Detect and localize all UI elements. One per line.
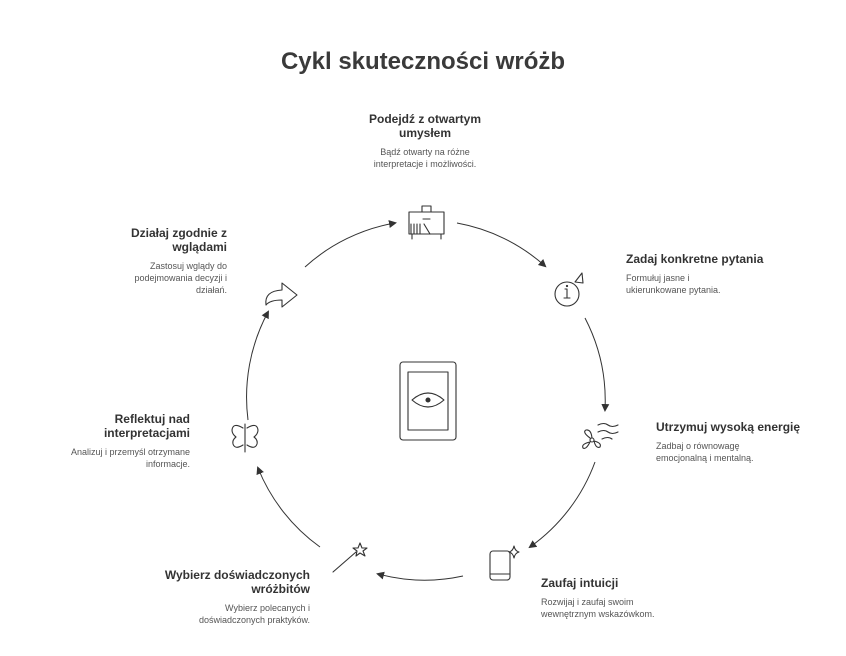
step-6-label: Reflektuj nad interpretacjami Analizuj i… — [0, 412, 190, 470]
step-desc: Formułuj jasne i ukierunkowane pytania. — [626, 273, 721, 295]
step-desc: Zastosuj wglądy do podejmowania decyzji … — [134, 261, 227, 295]
step-4-label: Zaufaj intuicji Rozwijaj i zaufaj swoim … — [541, 576, 721, 620]
step-title: Reflektuj nad interpretacjami — [103, 412, 190, 440]
step-title: Wybierz doświadczonych wróżbitów — [164, 568, 310, 596]
forward-arrow-icon — [265, 282, 298, 308]
step-title: Podejdź z otwartym umysłem — [368, 112, 481, 140]
cycle-arrow-3-to-4 — [528, 461, 596, 549]
step-title: Działaj zgodnie z wglądami — [130, 226, 227, 254]
step-7-label: Działaj zgodnie z wglądami Zastosuj wglą… — [27, 226, 227, 296]
cycle-arrow-5-to-6 — [256, 466, 321, 548]
cycle-arrow-2-to-3 — [584, 317, 610, 412]
step-title: Utrzymuj wysoką energię — [656, 420, 801, 434]
cycle-arrow-6-to-7 — [246, 310, 269, 421]
cycle-arrow-1-to-2 — [456, 222, 547, 268]
step-desc: Zadbaj o równowagę emocjonalną i mentaln… — [656, 441, 754, 463]
info-icon — [554, 272, 584, 307]
step-desc: Analizuj i przemyśl otrzymane informacje… — [70, 447, 190, 469]
cycle-arrow-7-to-1 — [304, 220, 397, 268]
magic-wand-icon — [332, 542, 368, 573]
butterfly-icon — [231, 423, 259, 453]
step-desc: Bądź otwarty na różne interpretacje i mo… — [373, 147, 477, 169]
step-desc: Wybierz polecanych i doświadczonych prak… — [198, 603, 310, 625]
phone-sparkle-icon — [489, 545, 520, 581]
piano-icon — [408, 205, 445, 240]
step-desc: Rozwijaj i zaufaj swoim wewnętrznym wska… — [541, 597, 655, 619]
fan-wind-icon — [582, 422, 619, 449]
step-title: Zadaj konkretne pytania — [626, 252, 764, 266]
step-3-label: Utrzymuj wysoką energię Zadbaj o równowa… — [656, 420, 836, 464]
tarot-card-icon — [399, 361, 457, 441]
step-title: Zaufaj intuicji — [541, 576, 619, 590]
step-5-label: Wybierz doświadczonych wróżbitów Wybierz… — [110, 568, 310, 626]
step-2-label: Zadaj konkretne pytania Formułuj jasne i… — [626, 252, 806, 296]
step-1-label: Podejdź z otwartym umysłem Bądź otwarty … — [325, 112, 525, 170]
cycle-arrow-4-to-5 — [376, 571, 464, 581]
diagram-title: Cykl skuteczności wróżb — [280, 48, 566, 75]
